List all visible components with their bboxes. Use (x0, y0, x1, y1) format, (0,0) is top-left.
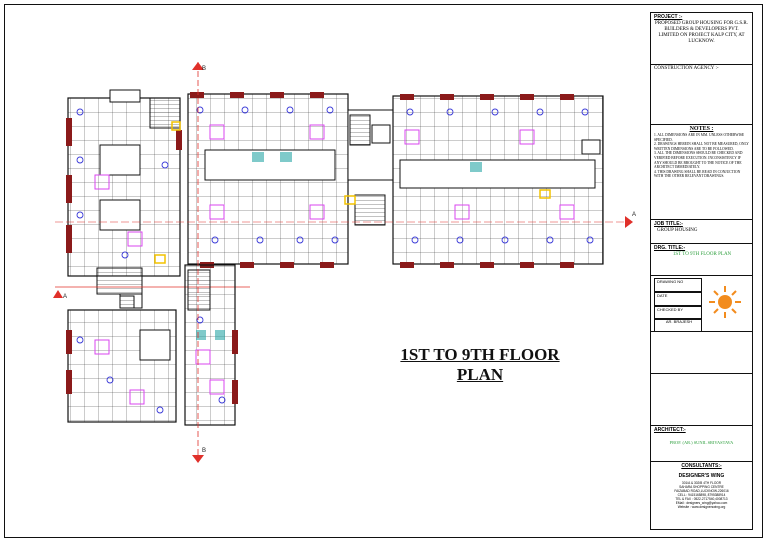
note-2: 2. DRAWINGS HEREIN SHALL NOT BE MEASURED… (654, 142, 749, 151)
consultant-line-3: FAIZABAD ROAD,LUCKNOW-226016 (674, 489, 729, 493)
job-title-heading: JOB TITLE:- (654, 221, 683, 227)
date-field: DATE (654, 292, 702, 306)
job-title-value: GROUP HOUSING (657, 228, 698, 233)
drawing-sheet-border (4, 4, 763, 538)
block-lower-left (66, 295, 177, 423)
project-heading: PROJECT :- (654, 14, 683, 20)
drawing-no-field: DRAWING NO (654, 278, 702, 292)
drawing-title: 1ST TO 9TH FLOOR PLAN (360, 345, 600, 385)
block-lower-center (184, 264, 238, 426)
consultant-line-7: Website : www.designerswing.org (677, 505, 726, 509)
drawing-title-line2: PLAN (456, 365, 504, 384)
project-text: PROPOSED GROUP HOUSING FOR G.S.R. BUILDE… (654, 21, 749, 44)
construction-agency-label: CONSTRUCTION AGENCY :- (654, 66, 719, 71)
block-right (392, 94, 604, 268)
blank-cell-1 (651, 332, 752, 374)
consultant-line-1: 301/A & 302/B 4TH FLOOR (681, 481, 722, 485)
section-mark-b-bottom: B (202, 448, 206, 454)
drg-title-heading: DRG. TITLE:- (654, 245, 686, 251)
note-3: 3. ALL THE DIMENSIONS SHOULD BE CHECKED … (654, 151, 743, 170)
consultant-line-2: SAHARA SHOPPING CENTRE (679, 485, 724, 489)
block-left-upper (66, 89, 182, 277)
section-mark-b-top: B (202, 66, 206, 72)
job-title-cell: JOB TITLE:- GROUP HOUSING (651, 220, 752, 244)
consultant-line-6: EMail : designers_wing@yahoo.com (675, 501, 728, 505)
checked-by-field: CHECKED BY (654, 306, 702, 320)
title-block: PROJECT :- PROPOSED GROUP HOUSING FOR G.… (650, 12, 753, 530)
drawing-title-line1: 1ST TO 9TH FLOOR (400, 345, 560, 364)
floor-plan-drawing: A A B B (53, 62, 636, 463)
section-mark-a-left: A (63, 294, 67, 300)
consultant-firm: DESIGNER'S WING (678, 473, 725, 479)
notes-cell: NOTES : 1. ALL DIMENSIONS ARE IN MM. UNL… (651, 125, 752, 220)
architect-heading: ARCHITECT:- (654, 427, 686, 433)
drawn-by-field: AR. BRAJESH (654, 318, 702, 332)
sun-logo-icon (709, 286, 741, 318)
construction-agency-cell: CONSTRUCTION AGENCY :- (651, 65, 752, 125)
door-markers (76, 106, 594, 414)
consultant-line-4: CELL : 9415165898, 8795388914 (677, 493, 726, 497)
drg-title-value: 1ST TO 9TH FLOOR PLAN (672, 252, 732, 257)
note-1: 1. ALL DIMENSIONS ARE IN MM. UNLESS OTHE… (654, 133, 745, 142)
section-arrow-b-top (192, 62, 204, 70)
consultant-line-5: TEL & FAX : 0522-2717540,4008713 (675, 497, 728, 501)
section-mark-a-right: A (632, 212, 636, 218)
note-4: 4. THIS DRAWING SHALL BE READ IN CONJUCT… (654, 169, 741, 179)
drawing-info-cell: DRAWING NO DATE CHECKED BY AR. BRAJESH (651, 276, 752, 332)
project-cell: PROJECT :- PROPOSED GROUP HOUSING FOR G.… (651, 13, 752, 65)
consultants-cell: CONSULTANTS:- DESIGNER'S WING 301/A & 30… (651, 462, 752, 531)
section-arrow-a-left (53, 290, 63, 298)
blank-cell-2 (651, 374, 752, 426)
section-arrow-b-bottom (192, 455, 204, 463)
section-arrow-a-right (625, 216, 633, 228)
block-core (344, 109, 394, 226)
architect-name: PROF. (AR.) SUNIL SRIVASTAVA (669, 440, 734, 445)
notes-heading: NOTES : (689, 126, 714, 132)
architect-cell: ARCHITECT:- PROF. (AR.) SUNIL SRIVASTAVA (651, 426, 752, 462)
drg-title-cell: DRG. TITLE:- 1ST TO 9TH FLOOR PLAN (651, 244, 752, 276)
consultants-heading: CONSULTANTS:- (681, 463, 722, 469)
